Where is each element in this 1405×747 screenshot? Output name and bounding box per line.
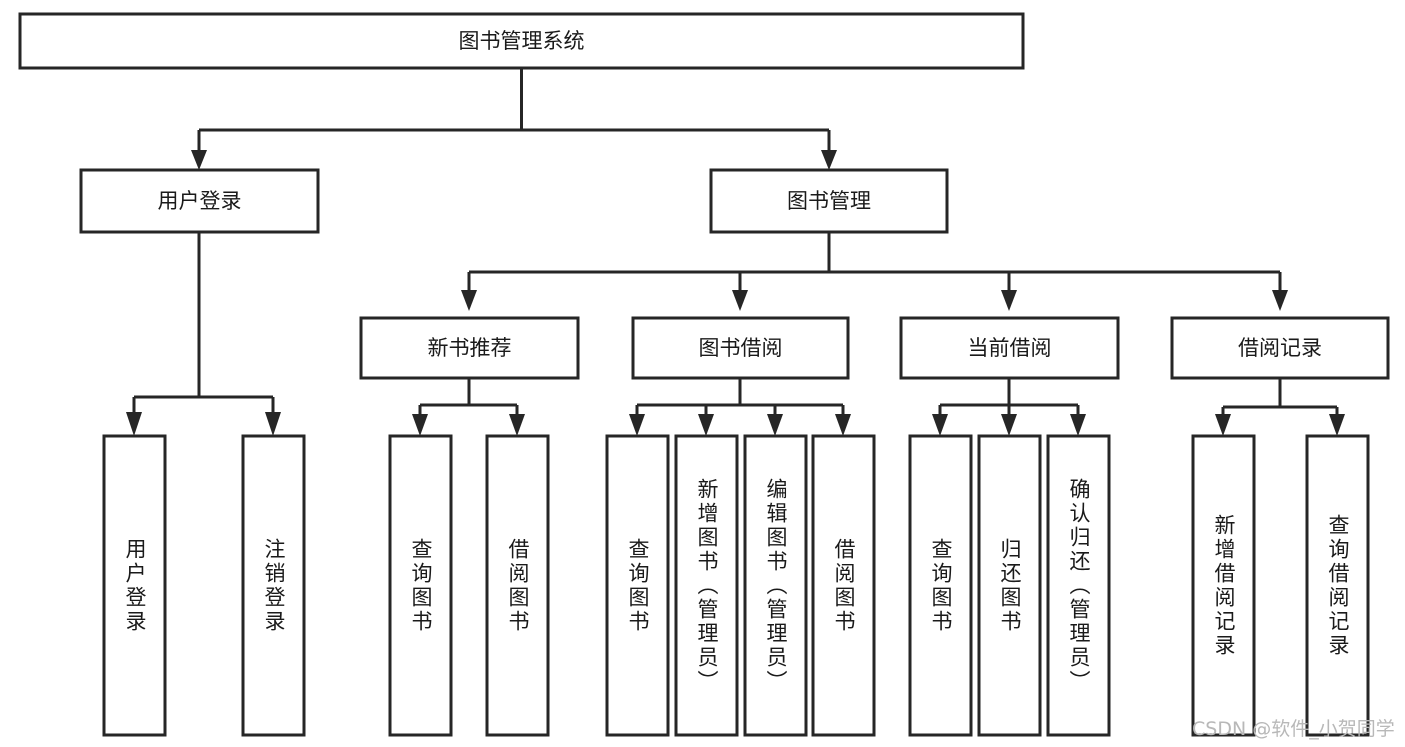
arrowhead-borrow-record — [1272, 290, 1288, 311]
leaf-label-query-record: 查询借阅记录 — [1326, 513, 1350, 658]
leaf-label-user-login: 用户登录 — [123, 537, 147, 634]
node-box-leaf-borrow-book-2[interactable] — [811, 434, 876, 737]
arrowhead-leaf-b4 — [835, 414, 851, 436]
node-label-current-borrow: 当前借阅 — [968, 336, 1052, 360]
leaf-label-wrap-query-book-2: 查询图书 — [607, 436, 668, 735]
connectors-book-mgmt-to-level3 — [461, 232, 1288, 311]
node-box-borrow-record[interactable] — [1170, 316, 1390, 380]
arrowhead-new-book — [461, 290, 477, 311]
leaf-label-wrap-borrow-book-2: 借阅图书 — [813, 436, 874, 735]
arrowhead-leaf-c2 — [1001, 414, 1017, 436]
leaf-label-borrow-book-1: 借阅图书 — [506, 537, 530, 634]
leaf-label-return-book: 归还图书 — [998, 537, 1022, 634]
arrowhead-leaf-c1 — [932, 414, 948, 436]
leaf-label-edit-book: 编辑图书（管理员） — [764, 477, 788, 694]
node-box-current-borrow[interactable] — [899, 316, 1120, 380]
node-label-book-borrow: 图书借阅 — [699, 336, 783, 360]
node-label-new-book-recommend: 新书推荐 — [428, 336, 512, 360]
leaf-label-wrap-borrow-book-1: 借阅图书 — [487, 436, 548, 735]
arrowhead-leaf-b2 — [698, 414, 714, 436]
arrowhead-book-mgmt — [821, 150, 837, 170]
arrowhead-leaf-n1 — [412, 414, 428, 436]
connectors-new-book-leaves — [412, 378, 525, 436]
arrowhead-leaf-n2 — [509, 414, 525, 436]
leaf-label-wrap-edit-book: 编辑图书（管理员） — [745, 436, 806, 735]
node-box-book-borrow[interactable] — [631, 316, 850, 380]
leaf-label-add-book: 新增图书（管理员） — [695, 477, 719, 694]
node-box-leaf-confirm-return[interactable] — [1046, 434, 1111, 737]
arrowhead-current-borrow — [1001, 290, 1017, 311]
node-label-root: 图书管理系统 — [459, 29, 585, 53]
node-box-leaf-query-book-2[interactable] — [605, 434, 670, 737]
leaf-label-query-book-3: 查询图书 — [929, 537, 953, 634]
leaf-label-wrap-add-book: 新增图书（管理员） — [676, 436, 737, 735]
leaf-label-borrow-book-2: 借阅图书 — [832, 537, 856, 634]
arrowhead-leaf-r2 — [1329, 414, 1345, 436]
arrowhead-leaf-b3 — [767, 414, 783, 436]
arrowhead-leaf-b1 — [629, 414, 645, 436]
arrowhead-user-login — [191, 150, 207, 170]
node-box-user-login[interactable] — [79, 168, 320, 234]
node-label-book-management: 图书管理 — [787, 189, 871, 213]
arrowhead-book-borrow — [732, 290, 748, 311]
connectors-root-to-level2 — [191, 68, 837, 170]
leaf-label-wrap-add-record: 新增借阅记录 — [1193, 436, 1254, 735]
connectors-current-borrow-leaves — [932, 378, 1086, 436]
node-box-leaf-query-book-3[interactable] — [908, 434, 973, 737]
node-box-leaf-borrow-book-1[interactable] — [485, 434, 550, 737]
connectors-book-borrow-leaves — [629, 378, 851, 436]
leaf-label-wrap-user-login: 用户登录 — [104, 436, 165, 735]
node-box-leaf-add-book[interactable] — [674, 434, 739, 737]
node-box-leaf-query-book-1[interactable] — [388, 434, 453, 737]
leaf-label-confirm-return: 确认归还（管理员） — [1067, 477, 1091, 694]
leaf-label-wrap-query-book-3: 查询图书 — [910, 436, 971, 735]
arrowhead-leaf-r1 — [1215, 414, 1231, 436]
leaf-label-wrap-return-book: 归还图书 — [979, 436, 1040, 735]
node-box-leaf-query-record[interactable] — [1305, 434, 1370, 737]
leaf-label-wrap-query-record: 查询借阅记录 — [1307, 436, 1368, 735]
arrowhead-leaf-u1 — [126, 412, 142, 436]
leaf-label-wrap-confirm-return: 确认归还（管理员） — [1048, 436, 1109, 735]
leaf-label-query-book-2: 查询图书 — [626, 537, 650, 634]
leaf-label-wrap-query-book-1: 查询图书 — [390, 436, 451, 735]
connectors-user-login-leaves — [126, 232, 281, 436]
connectors-borrow-record-leaves — [1215, 378, 1345, 436]
node-box-root[interactable] — [18, 12, 1025, 70]
node-box-leaf-return-book[interactable] — [977, 434, 1042, 737]
csdn-watermark: CSDN @软件_小贺同学 — [1192, 718, 1395, 740]
node-box-leaf-add-record[interactable] — [1191, 434, 1256, 737]
node-box-leaf-edit-book[interactable] — [743, 434, 808, 737]
leaf-label-query-book-1: 查询图书 — [409, 537, 433, 634]
leaf-label-logout: 注销登录 — [262, 537, 286, 634]
node-label-user-login: 用户登录 — [158, 189, 242, 213]
node-box-new-book-recommend[interactable] — [359, 316, 580, 380]
arrowhead-leaf-u2 — [265, 412, 281, 436]
node-box-leaf-logout[interactable] — [241, 434, 306, 737]
node-label-borrow-record: 借阅记录 — [1238, 336, 1322, 360]
arrowhead-leaf-c3 — [1070, 414, 1086, 436]
node-box-leaf-user-login[interactable] — [102, 434, 167, 737]
leaf-label-wrap-logout: 注销登录 — [243, 436, 304, 735]
leaf-label-add-record: 新增借阅记录 — [1212, 513, 1236, 658]
node-box-book-management[interactable] — [709, 168, 949, 234]
